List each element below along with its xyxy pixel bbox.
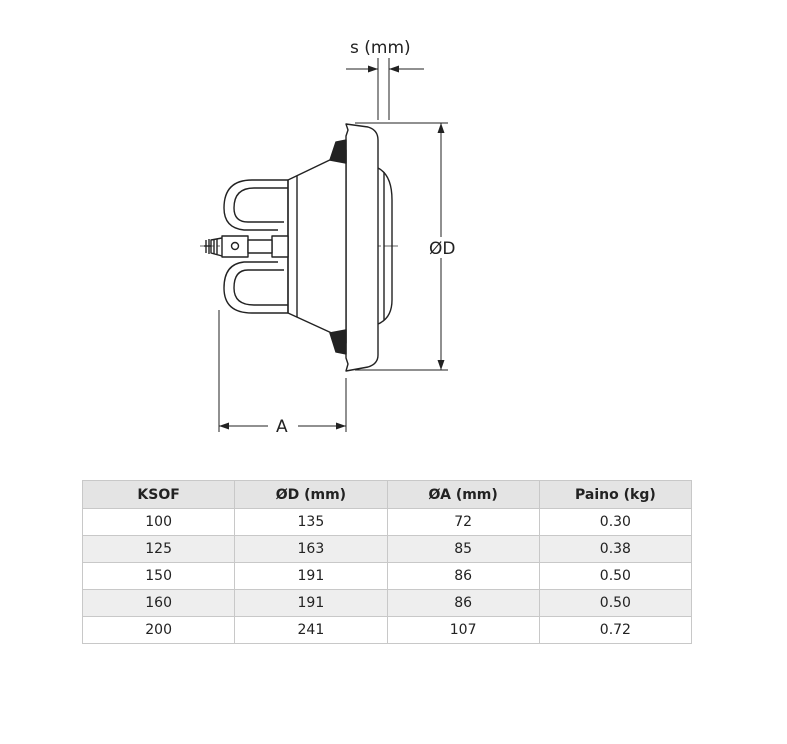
cell-depth: 107 [386, 616, 540, 644]
cell-weight: 0.50 [538, 589, 693, 617]
diameter-label: ØD [429, 239, 455, 259]
cell-weight: 0.30 [538, 508, 693, 536]
table-row: 150 191 86 0.50 [81, 562, 693, 590]
cell-weight: 0.72 [538, 616, 693, 644]
cell-diameter: 241 [234, 616, 388, 644]
header-depth: ØA (mm) [386, 480, 540, 509]
header-diameter: ØD (mm) [234, 480, 388, 509]
cell-depth: 86 [386, 589, 540, 617]
cell-depth: 86 [386, 562, 540, 590]
cell-ksof: 100 [81, 508, 236, 536]
valve-body [204, 123, 393, 372]
specification-table: KSOF ØD (mm) ØA (mm) Paino (kg) 100 135 … [81, 480, 693, 644]
thickness-label: s (mm) [350, 38, 411, 58]
table-row: 125 163 85 0.38 [81, 535, 693, 563]
valve-technical-drawing: s (mm) ØD A [200, 38, 455, 437]
cell-depth: 72 [386, 508, 540, 536]
cell-ksof: 200 [81, 616, 236, 644]
cell-diameter: 163 [234, 535, 388, 563]
header-weight: Paino (kg) [538, 480, 693, 509]
header-ksof: KSOF [81, 480, 236, 509]
depth-label: A [276, 417, 288, 437]
thickness-dimension [346, 58, 424, 120]
table-row: 200 241 107 0.72 [81, 616, 693, 644]
cell-diameter: 191 [234, 562, 388, 590]
cell-weight: 0.50 [538, 562, 693, 590]
cell-weight: 0.38 [538, 535, 693, 563]
table-row: 100 135 72 0.30 [81, 508, 693, 536]
depth-dimension [218, 310, 347, 432]
cell-diameter: 191 [234, 589, 388, 617]
cell-ksof: 125 [81, 535, 236, 563]
diameter-dimension [355, 122, 448, 371]
table-header-row: KSOF ØD (mm) ØA (mm) Paino (kg) [81, 480, 693, 509]
cell-depth: 85 [386, 535, 540, 563]
cell-ksof: 150 [81, 562, 236, 590]
cell-ksof: 160 [81, 589, 236, 617]
cell-diameter: 135 [234, 508, 388, 536]
table-row: 160 191 86 0.50 [81, 589, 693, 617]
